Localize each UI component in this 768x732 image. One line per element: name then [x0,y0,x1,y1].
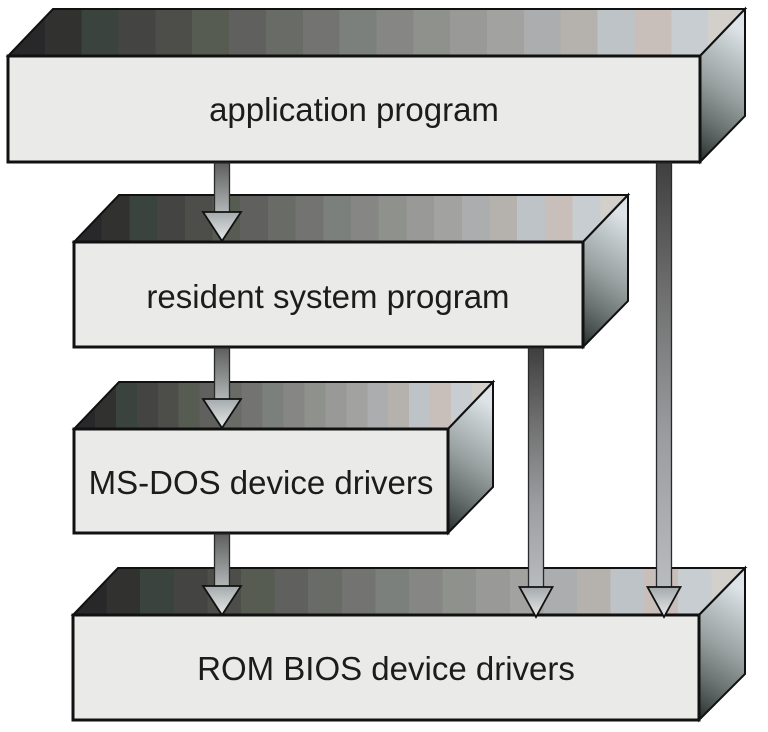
box-resident-system-program: resident system program [71,192,631,350]
box3-label: MS-DOS device drivers [89,464,434,501]
box1-label: application program [209,91,499,128]
box2-label: resident system program [146,278,509,315]
box2-front-face [72,240,585,349]
arrow4-head-icon [517,586,555,619]
arrow-msdos-to-rombios [201,533,243,617]
arrow3-head-icon [201,585,243,617]
box1-front-face [6,54,702,164]
arrow4-stem [527,347,545,589]
arrow5-head-icon [645,586,683,619]
box-msdos-device-drivers: MS-DOS device drivers [71,379,496,536]
box-rom-bios-device-drivers: ROM BIOS device drivers [70,565,748,723]
box3-front-face [72,427,450,535]
arrow3-stem [213,533,231,588]
box-application-program: application program [5,6,748,165]
arrow-resident-to-msdos [201,347,243,430]
arrow2-stem [213,347,231,401]
box4-top-face [70,567,748,616]
arrow1-head-icon [201,211,243,243]
box1-top-face [5,8,748,57]
box4-label: ROM BIOS device drivers [197,650,575,687]
arrow-resident-to-rombios [517,347,555,619]
arrow5-stem [655,162,673,589]
arrow-app-to-resident [201,162,243,243]
box3-top-face [71,381,496,430]
box4-front-face [71,613,701,722]
arrow2-head-icon [201,398,243,430]
arrow1-stem [213,162,231,214]
box2-top-face [71,194,631,243]
arrow-app-to-rombios [645,162,683,619]
